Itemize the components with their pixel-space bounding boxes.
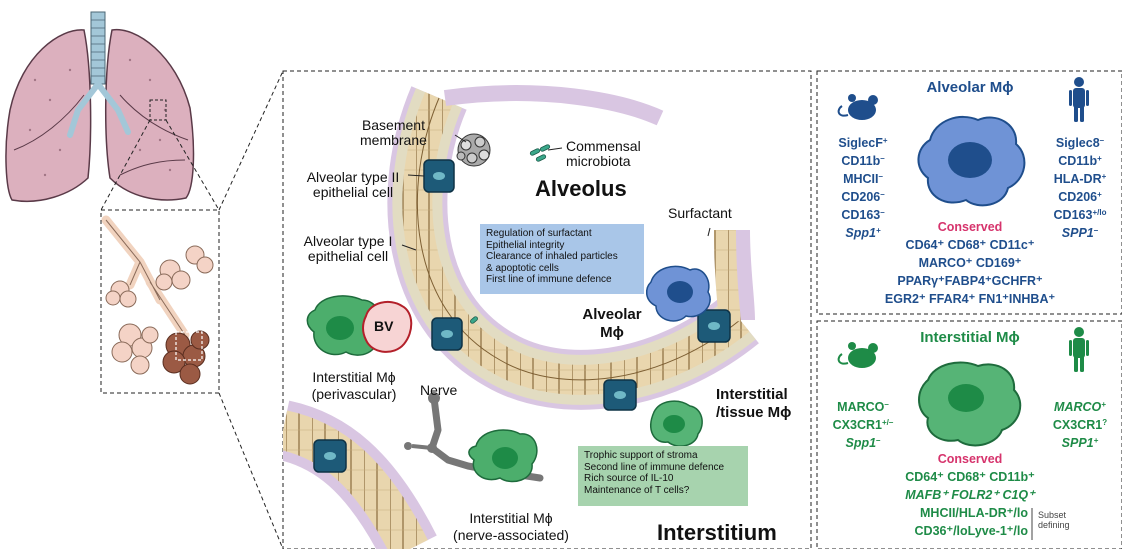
- function-item: Maintenance of T cells?: [584, 485, 742, 497]
- surfactant-label: Surfactant: [668, 205, 732, 221]
- marker-sign: –: [880, 190, 884, 199]
- alveolar-macrophage-label: AlveolarMϕ: [574, 306, 650, 342]
- marker-sign: ?: [1102, 418, 1107, 427]
- marker-item: Spp1–: [824, 434, 902, 452]
- marker-name: Spp1: [845, 436, 876, 450]
- marker-item: CX3CR1?: [1040, 416, 1120, 434]
- interstitial-tissue-label: Interstitial/tissue Mϕ: [716, 386, 791, 422]
- marker-sign: –: [884, 400, 888, 409]
- basement-membrane-label: Basementmembrane: [360, 118, 427, 148]
- marker-item: MHCII–: [826, 170, 900, 188]
- interstitium-title: Interstitium: [657, 520, 777, 546]
- nerve-label: Nerve: [420, 382, 457, 398]
- interstitial-mouse-markers: MARCO–CX3CR1+/–Spp1–: [824, 398, 902, 452]
- function-item: Epithelial integrity: [486, 240, 638, 252]
- marker-sign: –: [876, 436, 880, 445]
- marker-sign: +: [1102, 172, 1107, 181]
- marker-item: Siglec8–: [1040, 134, 1120, 152]
- bv-label: BV: [374, 318, 393, 334]
- alveolar-function-box: Regulation of surfactant Epithelial inte…: [480, 224, 644, 294]
- commensal-microbiota-label: Commensalmicrobiota: [566, 139, 641, 169]
- alveolar-conserved-line: PPARγ⁺FABP4⁺GCHFR⁺: [870, 272, 1070, 290]
- interstitial-conserved-line: CD64⁺ CD68⁺ CD11b⁺: [880, 468, 1060, 486]
- interstitial-human-markers: MARCO+CX3CR1?SPP1+: [1040, 398, 1120, 452]
- marker-item: CD163+/lo: [1040, 206, 1120, 224]
- marker-name: CD206: [841, 190, 880, 204]
- marker-item: MARCO+: [1040, 398, 1120, 416]
- marker-sign: +: [1097, 154, 1102, 163]
- alveolar-panel-title: Alveolar Mϕ: [900, 79, 1040, 97]
- marker-name: CD11b: [841, 154, 880, 168]
- marker-name: CD11b: [1058, 154, 1097, 168]
- alveolar-conserved-line: MARCO⁺ CD169⁺: [870, 254, 1070, 272]
- lung-icon: [6, 12, 194, 201]
- interstitial-function-box: Trophic support of stroma Second line of…: [578, 446, 748, 506]
- alveolus-title: Alveolus: [535, 176, 627, 202]
- marker-name: HLA-DR: [1054, 172, 1102, 186]
- subset-defining-note: Subsetdefining: [1038, 510, 1070, 530]
- marker-item: CD206+: [1040, 188, 1120, 206]
- marker-sign: –: [880, 208, 884, 217]
- marker-name: MHCII: [843, 172, 878, 186]
- marker-sign: +: [1101, 400, 1106, 409]
- marker-item: CD163–: [826, 206, 900, 224]
- marker-sign: –: [880, 154, 884, 163]
- marker-item: CD11b+: [1040, 152, 1120, 170]
- interstitial-conserved-line: CD36⁺/loLyve-1⁺/lo: [892, 522, 1028, 540]
- marker-item: CD206–: [826, 188, 900, 206]
- marker-item: CX3CR1+/–: [824, 416, 902, 434]
- function-item: Regulation of surfactant: [486, 228, 638, 240]
- marker-sign: –: [1094, 226, 1098, 235]
- alveolar-type1-label: Alveolar type Iepithelial cell: [292, 234, 404, 264]
- alveolar-human-markers: Siglec8–CD11b+HLA-DR+CD206+CD163+/loSPP1…: [1040, 134, 1120, 242]
- alveolar-conserved-line: EGR2⁺ FFAR4⁺ FN1⁺INHBA⁺: [860, 290, 1080, 308]
- marker-sign: +: [883, 136, 888, 145]
- alveolar-conserved-title: Conserved: [900, 218, 1040, 236]
- function-item: & apoptotic cells: [486, 263, 638, 275]
- alveolar-conserved-line: CD64⁺ CD68⁺ CD11c⁺: [870, 236, 1070, 254]
- marker-name: CD206: [1058, 190, 1097, 204]
- marker-sign: +/–: [882, 418, 893, 427]
- function-item: Clearance of inhaled particles: [486, 251, 638, 263]
- function-item: Rich source of IL-10: [584, 473, 742, 485]
- marker-item: HLA-DR+: [1040, 170, 1120, 188]
- marker-item: SiglecF+: [826, 134, 900, 152]
- marker-item: CD11b–: [826, 152, 900, 170]
- alveolar-mouse-markers: SiglecF+CD11b–MHCII–CD206–CD163–Spp1+: [826, 134, 900, 242]
- marker-item: MARCO–: [824, 398, 902, 416]
- function-item: Second line of immune defence: [584, 462, 742, 474]
- marker-sign: –: [1100, 136, 1104, 145]
- marker-name: SPP1: [1062, 436, 1094, 450]
- function-item: First line of immune defence: [486, 274, 638, 286]
- interstitial-panel-title: Interstitial Mϕ: [900, 329, 1040, 347]
- interstitial-nerve-label: Interstitial Mϕ(nerve-associated): [436, 510, 586, 544]
- marker-sign: +: [1094, 436, 1099, 445]
- marker-name: SiglecF: [838, 136, 882, 150]
- marker-name: CX3CR1: [1053, 418, 1102, 432]
- interstitial-perivascular-label: Interstitial Mϕ(perivascular): [296, 369, 412, 403]
- marker-sign: +: [1097, 190, 1102, 199]
- marker-name: CX3CR1: [833, 418, 882, 432]
- marker-sign: –: [878, 172, 882, 181]
- marker-name: CD163: [1054, 208, 1093, 222]
- marker-name: MARCO: [1054, 400, 1101, 414]
- interstitial-conserved-line: MHCII/HLA-DR⁺/lo: [892, 504, 1028, 522]
- marker-name: Siglec8: [1056, 136, 1100, 150]
- alveolar-type2-label: Alveolar type IIepithelial cell: [300, 170, 406, 200]
- function-item: Trophic support of stroma: [584, 450, 742, 462]
- marker-sign: +: [876, 226, 881, 235]
- marker-name: MARCO: [837, 400, 884, 414]
- interstitial-conserved-line: MAFB⁺ FOLR2⁺ C1Q⁺: [880, 486, 1060, 504]
- interstitial-conserved-title: Conserved: [900, 450, 1040, 468]
- marker-item: SPP1+: [1040, 434, 1120, 452]
- marker-name: CD163: [841, 208, 880, 222]
- marker-sign: +/lo: [1092, 208, 1106, 217]
